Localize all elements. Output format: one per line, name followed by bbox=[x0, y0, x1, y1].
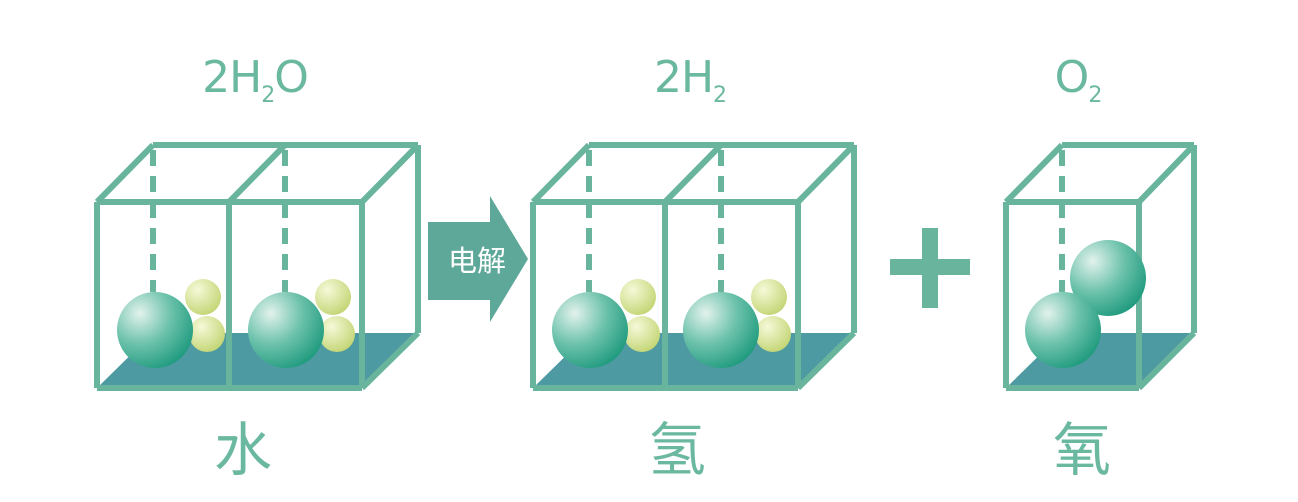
oxygen-name: 氧 bbox=[1053, 416, 1111, 484]
hydrogen-formula: 2H2 bbox=[654, 52, 726, 108]
hydrogen-group-2 bbox=[683, 279, 791, 368]
water-molecule-2 bbox=[248, 279, 355, 368]
water-formula: 2H2O bbox=[202, 52, 308, 108]
water-name: 水 bbox=[214, 416, 272, 484]
arrow-label: 电解 bbox=[448, 244, 506, 278]
oxygen-atom bbox=[1070, 240, 1146, 316]
large-atom bbox=[683, 292, 759, 368]
hydrogen-atom bbox=[315, 279, 351, 315]
oxygen-atom bbox=[117, 292, 193, 368]
oxygen-atom bbox=[1025, 292, 1101, 368]
hydrogen-atom bbox=[755, 316, 791, 352]
hydrogen-atom bbox=[189, 316, 225, 352]
hydrogen-atom bbox=[185, 279, 221, 315]
hydrogen-atom bbox=[319, 316, 355, 352]
water-box bbox=[94, 142, 421, 391]
arrow-shape bbox=[428, 196, 528, 322]
plus-sign bbox=[890, 228, 970, 308]
hydrogen-atom bbox=[624, 316, 660, 352]
oxygen-molecule bbox=[1025, 240, 1146, 368]
hydrogen-box bbox=[530, 142, 857, 391]
oxygen-formula: O2 bbox=[1055, 52, 1102, 108]
hydrogen-group-1 bbox=[552, 279, 660, 368]
water-molecule-1 bbox=[117, 279, 225, 368]
electrolysis-arrow: 电解 bbox=[428, 196, 528, 322]
hydrogen-name: 氢 bbox=[648, 416, 706, 484]
hydrogen-atom bbox=[751, 279, 787, 315]
oxygen-box bbox=[1003, 142, 1197, 391]
oxygen-atom bbox=[248, 292, 324, 368]
large-atom bbox=[552, 292, 628, 368]
hydrogen-atom bbox=[620, 279, 656, 315]
